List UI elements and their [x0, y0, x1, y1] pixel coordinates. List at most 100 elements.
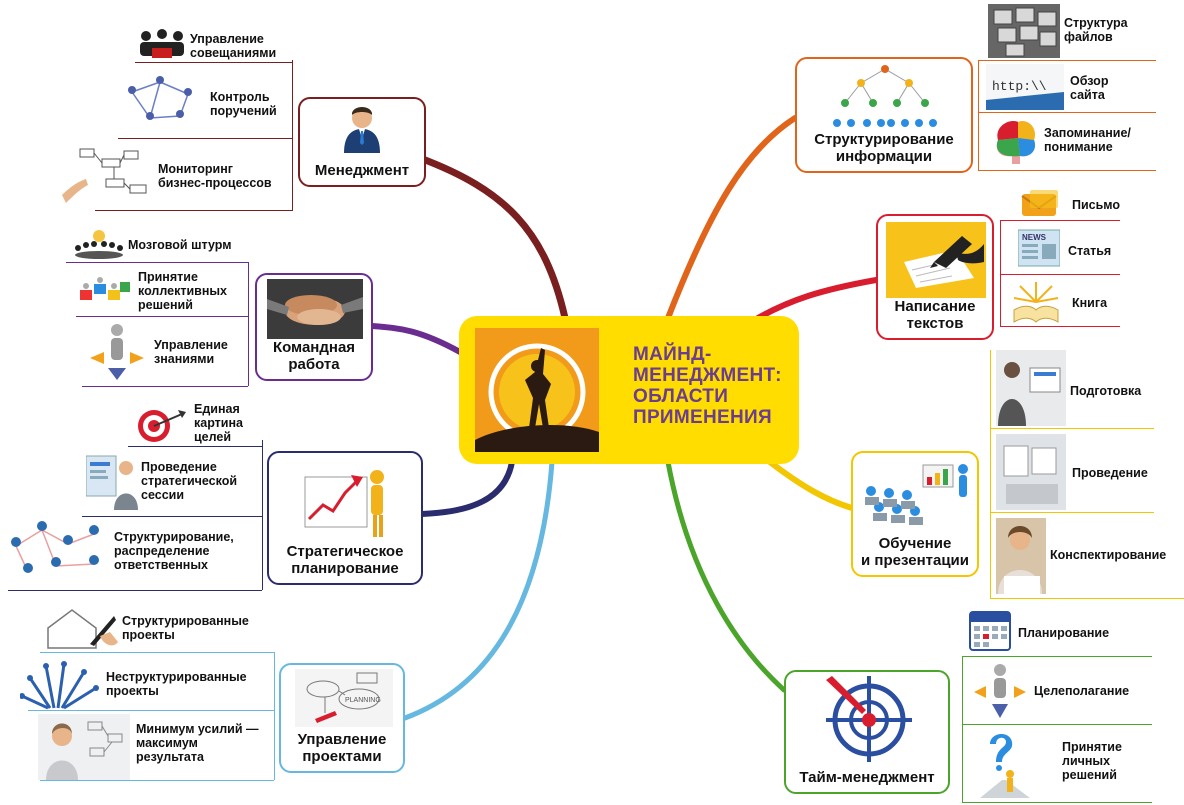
item-time-1[interactable]: Планирование: [1018, 626, 1110, 640]
meeting-icon: [140, 29, 184, 58]
node-management[interactable]: Менеджмент: [298, 97, 426, 187]
puzzle-people-icon: [80, 277, 130, 300]
item-time-3[interactable]: Принятие личных решений: [1062, 740, 1122, 782]
node-structuring-title: Структурирование информации: [814, 131, 954, 165]
brain-icon: [996, 120, 1036, 164]
node-strategy[interactable]: Стратегическое планирование: [267, 451, 423, 585]
writing-divider-2: [1000, 274, 1120, 275]
node-structuring[interactable]: Структурирование информации: [795, 57, 973, 173]
newspaper-icon: NEWS: [1018, 229, 1060, 267]
training-divider-1: [990, 428, 1154, 429]
central-title: МАЙНД- МЕНЕДЖМЕНТ: ОБЛАСТИ ПРИМЕНЕНИЯ: [633, 344, 782, 428]
node-training[interactable]: Обучение и презентации: [851, 451, 979, 577]
item-team-1[interactable]: Мозговой штурм: [128, 238, 232, 252]
team-divider-3: [82, 386, 248, 387]
computer-work-icon: [996, 350, 1066, 426]
node-team[interactable]: Командная работа: [255, 273, 373, 381]
flowchart-icon: [62, 148, 147, 203]
node-management-title: Менеджмент: [314, 162, 410, 179]
time-divider-3: [962, 802, 1152, 803]
knowledge-person-icon: [90, 324, 144, 380]
time-divider-2: [962, 724, 1152, 725]
item-projects-2[interactable]: Неструктурированные проекты: [106, 670, 247, 698]
link-structuring: [665, 115, 798, 321]
envelope-icon: [1021, 190, 1058, 216]
training-bracket: [990, 350, 991, 598]
item-management-1[interactable]: Управление совещаниями: [190, 32, 277, 60]
item-training-3[interactable]: Конспектирование: [1050, 548, 1167, 562]
house-sketch-icon: [47, 609, 118, 649]
projects-divider-3: [40, 780, 274, 781]
planning-sketch-icon: PLANNING: [295, 669, 393, 727]
open-book-icon: [1013, 282, 1059, 323]
question-crossroads-icon: [980, 733, 1030, 798]
management-bracket: [292, 60, 293, 210]
svg-text:NEWS: NEWS: [1022, 233, 1047, 242]
session-presenter-icon: [86, 455, 138, 510]
node-projects-title: Управление проектами: [297, 731, 387, 765]
woman-diagram-icon: [38, 714, 130, 780]
item-structuring-3[interactable]: Запоминание/ понимание: [1044, 126, 1131, 154]
node-strategy-title: Стратегическое планирование: [286, 543, 404, 577]
link-projects: [402, 459, 555, 721]
writing-divider-3: [1000, 326, 1120, 327]
item-management-3[interactable]: Мониторинг бизнес-процессов: [158, 162, 272, 190]
item-strategy-3[interactable]: Структурирование, распределение ответств…: [114, 530, 234, 572]
team-divider-1: [66, 262, 248, 263]
item-structuring-1[interactable]: Структура файлов: [1064, 16, 1128, 44]
item-writing-1[interactable]: Письмо: [1072, 198, 1121, 212]
item-management-2[interactable]: Контроль поручений: [210, 90, 277, 118]
network-people-icon: [128, 76, 192, 120]
structuring-divider-2: [978, 112, 1156, 113]
item-structuring-2[interactable]: Обзор сайта: [1070, 74, 1109, 102]
projects-bracket: [274, 652, 275, 780]
node-projects[interactable]: PLANNING Управление проектами: [279, 663, 405, 773]
node-writing-title: Написание текстов: [894, 298, 976, 332]
item-team-2[interactable]: Принятие коллективных решений: [138, 270, 228, 312]
item-projects-3[interactable]: Минимум усилий — максимум результата: [136, 722, 259, 764]
item-writing-2[interactable]: Статья: [1068, 244, 1112, 258]
management-divider-3: [95, 210, 293, 211]
growth-chart-icon: [304, 470, 384, 537]
writing-divider-1: [1000, 220, 1120, 221]
projects-divider-1: [40, 652, 274, 653]
projects-divider-2: [28, 710, 274, 711]
link-strategy: [419, 459, 515, 517]
structuring-divider-1: [978, 60, 1156, 61]
stacked-hands-icon: [267, 279, 363, 339]
link-management: [416, 154, 569, 322]
team-divider-2: [76, 316, 248, 317]
node-time-title: Тайм-менеджмент: [799, 769, 935, 786]
item-time-2[interactable]: Целеполагание: [1034, 684, 1130, 698]
link-team: [369, 323, 463, 355]
hierarchy-icon: [833, 65, 937, 127]
item-projects-1[interactable]: Структурированные проекты: [122, 614, 249, 642]
svg-text:PLANNING: PLANNING: [345, 697, 381, 704]
item-team-3[interactable]: Управление знаниями: [154, 338, 228, 366]
link-time: [665, 459, 787, 693]
management-divider-1: [135, 62, 293, 63]
strategy-divider-3: [8, 590, 262, 591]
businessman-icon: [344, 107, 380, 153]
conducting-icon: [996, 434, 1066, 510]
item-training-1[interactable]: Подготовка: [1070, 384, 1142, 398]
item-strategy-2[interactable]: Проведение стратегической сессии: [141, 460, 238, 502]
triumph-man-icon: [475, 328, 599, 452]
item-strategy-1[interactable]: Единая картина целей: [194, 402, 243, 444]
time-divider-1: [962, 656, 1152, 657]
note-taking-icon: [996, 518, 1046, 594]
node-writing[interactable]: Написание текстов: [876, 214, 994, 340]
writing-hand-icon: [886, 222, 986, 298]
item-writing-3[interactable]: Книга: [1072, 296, 1108, 310]
website-url-icon: http:\\: [986, 64, 1064, 110]
node-training-title: Обучение и презентации: [861, 535, 969, 569]
node-time[interactable]: Тайм-менеджмент: [784, 670, 950, 794]
training-divider-2: [990, 512, 1154, 513]
central-topic: МАЙНД- МЕНЕДЖМЕНТ: ОБЛАСТИ ПРИМЕНЕНИЯ: [459, 316, 799, 464]
item-training-2[interactable]: Проведение: [1072, 466, 1148, 480]
brainstorm-icon: [75, 230, 123, 259]
link-training: [767, 459, 855, 511]
goal-person-icon: [974, 664, 1026, 718]
svg-text:http:\\: http:\\: [992, 79, 1047, 94]
